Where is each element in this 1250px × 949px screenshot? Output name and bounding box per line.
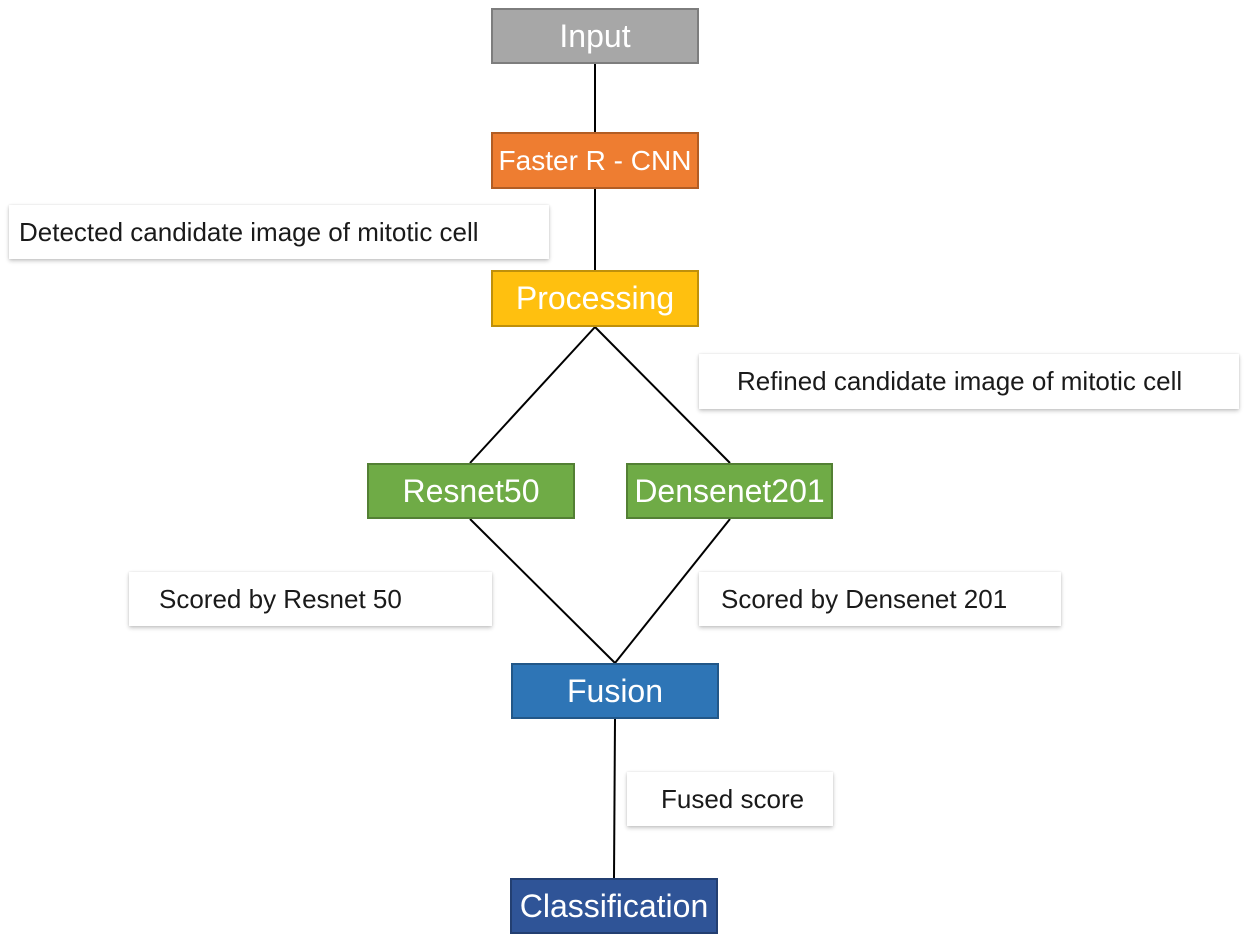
detected-candidate-label: Detected candidate image of mitotic cell — [9, 205, 549, 259]
resnet50-node: Resnet50 — [367, 463, 575, 519]
edge-processing-densenet — [594, 326, 731, 464]
scored-resnet-label: Scored by Resnet 50 — [129, 572, 492, 626]
processing-node: Processing — [491, 270, 699, 327]
edge-fusion-classification — [613, 718, 616, 879]
input-node: Input — [491, 8, 699, 64]
fused-score-label: Fused score — [627, 772, 833, 826]
fusion-node: Fusion — [511, 663, 719, 719]
classification-node: Classification — [510, 878, 718, 934]
scored-densenet-label: Scored by Densenet 201 — [699, 572, 1061, 626]
edge-densenet-fusion — [614, 518, 731, 664]
faster-rcnn-node: Faster R - CNN — [491, 132, 699, 189]
edge-processing-resnet — [469, 326, 596, 464]
densenet201-node: Densenet201 — [626, 463, 833, 519]
edge-resnet-fusion — [469, 518, 616, 664]
refined-candidate-label: Refined candidate image of mitotic cell — [699, 354, 1239, 409]
